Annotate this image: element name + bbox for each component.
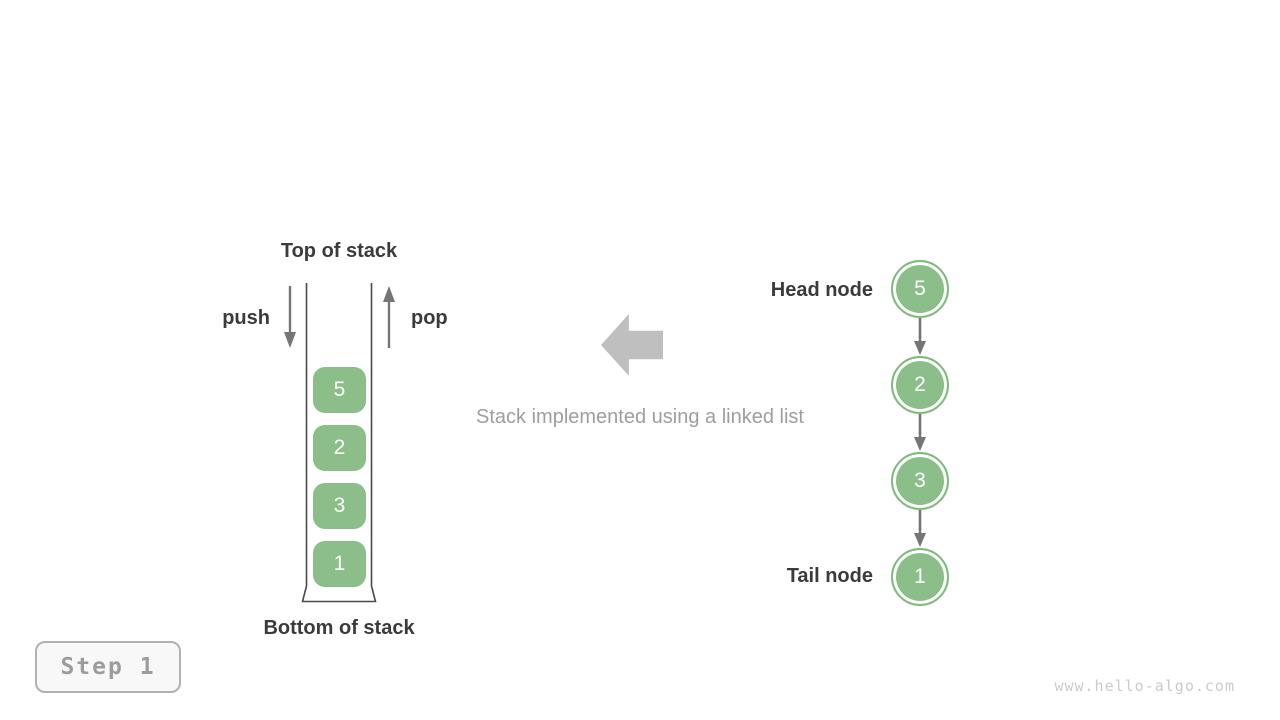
watermark-text: www.hello-algo.com (1054, 677, 1235, 695)
left-block-arrow-icon (601, 314, 663, 376)
stack-item: 3 (313, 483, 366, 529)
stack-container-outline (301, 283, 377, 603)
pop-arrow-icon (383, 286, 395, 348)
list-node: 2 (891, 356, 949, 414)
list-node: 5 (891, 260, 949, 318)
caption-text: Stack implemented using a linked list (476, 406, 804, 428)
list-node: 3 (891, 452, 949, 510)
step-badge: Step 1 (35, 641, 181, 693)
down-arrow-icon (912, 318, 928, 361)
tail-node-label: Tail node (786, 565, 873, 587)
stack-top-label: Top of stack (280, 240, 398, 262)
push-arrow-icon (284, 286, 296, 348)
list-node: 1 (891, 548, 949, 606)
step-badge-label: Step 1 (60, 654, 156, 680)
head-node-label: Head node (770, 279, 873, 301)
push-label: push (222, 307, 270, 329)
stack-item: 5 (313, 367, 366, 413)
stack-item: 1 (313, 541, 366, 587)
stack-item: 2 (313, 425, 366, 471)
stack-items: 5 2 3 1 (313, 367, 366, 587)
stack-bottom-label: Bottom of stack (263, 617, 415, 639)
down-arrow-icon (912, 510, 928, 553)
down-arrow-icon (912, 414, 928, 457)
pop-label: pop (411, 307, 448, 329)
